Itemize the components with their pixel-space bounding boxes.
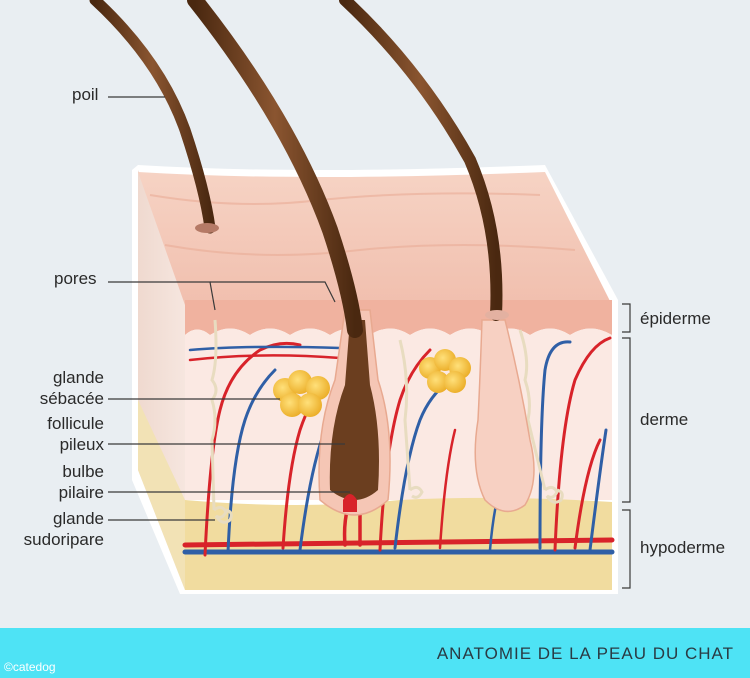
- copyright-text: ©catedog: [4, 660, 56, 674]
- label-glande-sudoripare-line2: sudoripare: [23, 530, 104, 549]
- dermis-layer: [185, 328, 612, 500]
- label-glande-sebacee-line2: sébacée: [39, 389, 104, 408]
- label-derme: derme: [640, 410, 689, 429]
- sebaceous-gland-2: [419, 349, 471, 393]
- skin-surface: [138, 172, 612, 305]
- label-glande-sudoripare-line1: glande: [52, 509, 104, 528]
- label-follicule-line2: pileux: [59, 435, 104, 454]
- skin-illustration: [89, 0, 631, 594]
- sweat-glands: [210, 319, 564, 524]
- hair-bulb: [329, 320, 379, 500]
- label-epiderme: épiderme: [640, 309, 711, 328]
- sebaceous-gland-1: [273, 370, 330, 417]
- hair-shafts: [89, 0, 509, 338]
- label-follicule-line1: follicule: [47, 414, 104, 433]
- label-glande-sebacee-line1: glande: [52, 368, 104, 387]
- label-poil: poil: [72, 85, 99, 104]
- label-bulbe-line2: pilaire: [58, 483, 104, 502]
- side-hypodermis: [138, 400, 185, 590]
- label-bulbe-line1: bulbe: [62, 462, 104, 481]
- leader-lines: [108, 96, 631, 589]
- footer-bar: ANATOMIE DE LA PEAU DU CHAT ©catedog: [0, 628, 750, 678]
- hair-follicle-right: [474, 319, 535, 513]
- label-hypoderme: hypoderme: [640, 538, 726, 557]
- label-pores: pores: [54, 269, 97, 288]
- footer-title: ANATOMIE DE LA PEAU DU CHAT: [436, 644, 734, 663]
